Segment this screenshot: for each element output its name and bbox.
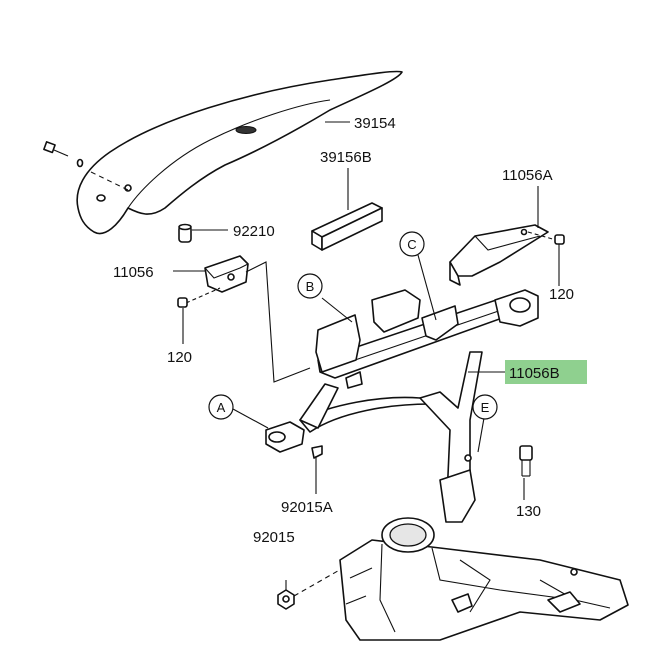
main-frame-part: [299, 289, 539, 523]
svg-text:B: B: [306, 279, 315, 294]
label-11056[interactable]: 11056: [113, 264, 154, 281]
callout-e: E: [472, 394, 498, 420]
label-92015a[interactable]: 92015A: [281, 499, 333, 516]
label-39156b[interactable]: 39156B: [320, 149, 372, 166]
bolt-130-part: [519, 445, 533, 477]
chassis-part: [339, 517, 629, 641]
svg-text:A: A: [217, 400, 226, 415]
windscreen-part: [76, 70, 403, 235]
small-bolt-left: [43, 141, 84, 168]
label-120-right[interactable]: 120: [549, 286, 574, 303]
label-11056a[interactable]: 11056A: [502, 167, 553, 184]
callout-b: B: [297, 273, 323, 299]
svg-text:E: E: [481, 400, 490, 415]
bracket-11056a-part: [449, 224, 549, 286]
label-11056b[interactable]: 11056B: [509, 365, 560, 382]
label-120-left[interactable]: 120: [167, 349, 192, 366]
leader-lines: [173, 121, 560, 590]
label-130[interactable]: 130: [516, 503, 541, 520]
foam-block-part: [311, 202, 383, 251]
label-92015[interactable]: 92015: [253, 529, 295, 546]
svg-text:C: C: [407, 237, 416, 252]
grommet-part: [178, 223, 192, 243]
bracket-11056-part: [204, 255, 249, 293]
label-39154[interactable]: 39154: [354, 115, 396, 132]
bolt-120-left: [177, 287, 221, 308]
damper-part: [265, 421, 323, 459]
callout-a: A: [208, 394, 234, 420]
highlight-box: [505, 360, 587, 384]
label-92210[interactable]: 92210: [233, 223, 275, 240]
callout-c: C: [399, 231, 425, 257]
